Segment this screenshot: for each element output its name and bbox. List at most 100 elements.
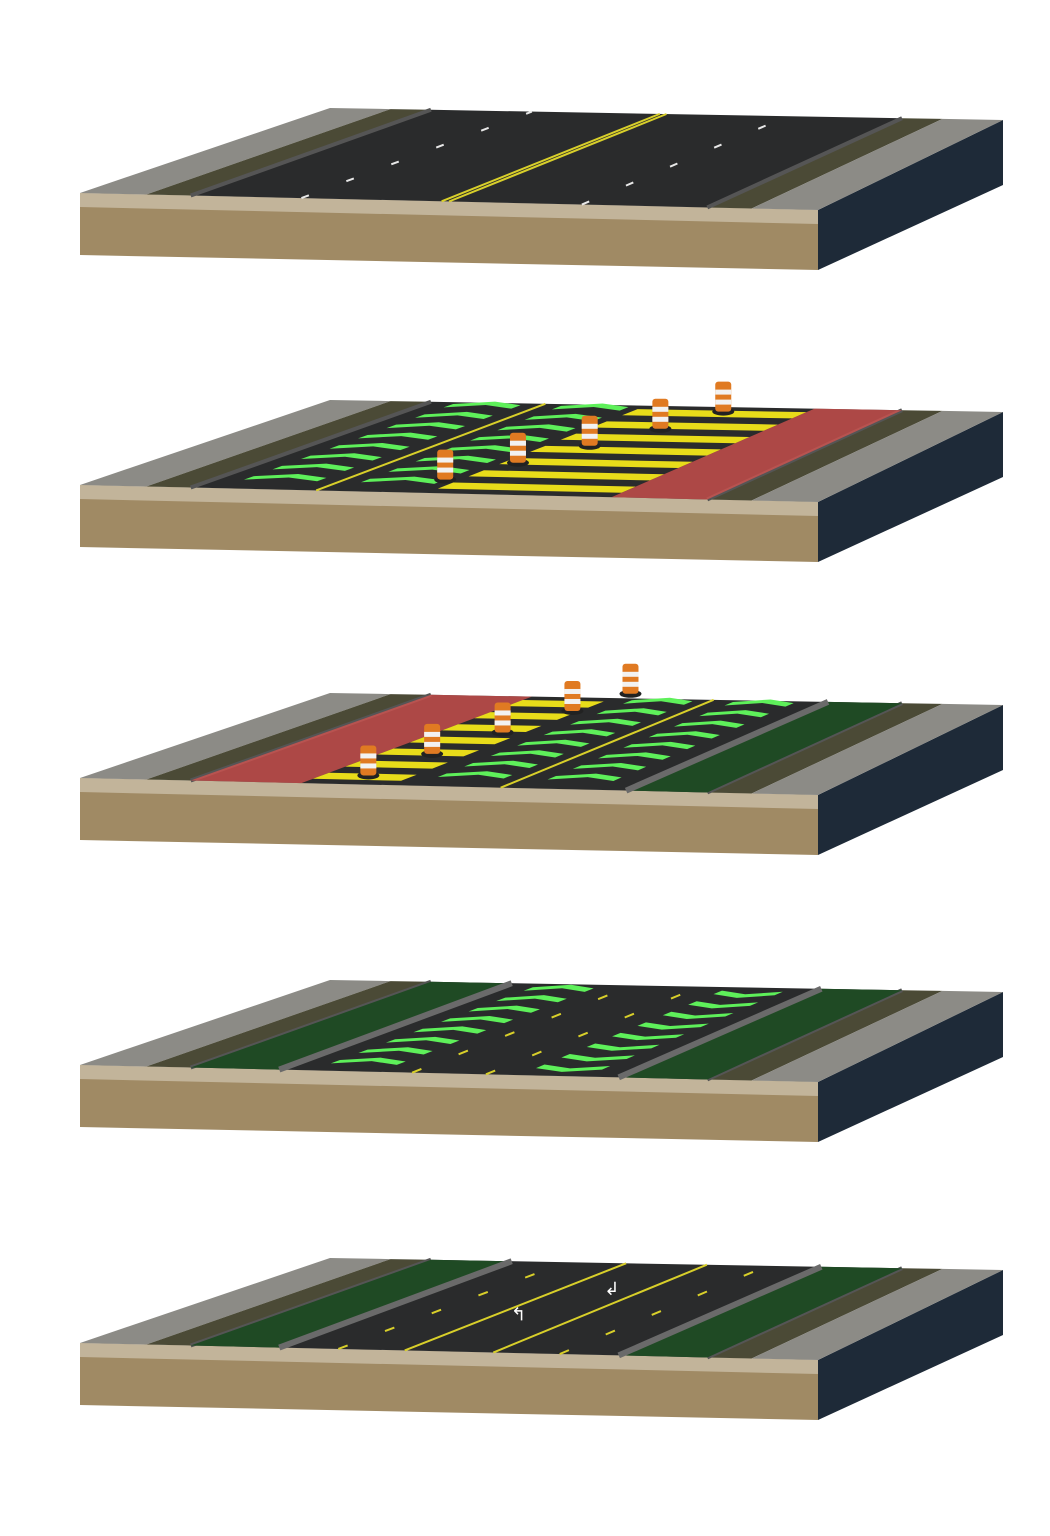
chevron-marking (637, 1022, 709, 1030)
traffic-barrel (491, 702, 514, 737)
phase-1-existing-road (80, 107, 1003, 270)
barrel-stripe (424, 731, 441, 737)
traffic-barrel (506, 432, 529, 467)
barrel-body (360, 745, 377, 776)
left-sidewalk (80, 400, 391, 487)
barrel-body (622, 663, 639, 694)
chevron-marking (415, 455, 496, 463)
traffic-barrel (434, 449, 457, 484)
barrel-stripe (424, 741, 441, 747)
barrel-stripe (652, 416, 669, 422)
barrel-stripe (509, 450, 526, 456)
barrel-stripe (622, 681, 639, 687)
chevron-marking (437, 771, 513, 779)
chevron-marking (612, 1032, 685, 1041)
right-bike-lane (618, 988, 903, 1080)
right-side-face (818, 120, 1003, 270)
chevron-marking (496, 995, 567, 1003)
red-work-zone (190, 694, 532, 784)
front-pavement-edge (80, 778, 818, 809)
chevron-marking (443, 401, 521, 409)
traffic-barrel (712, 381, 735, 416)
chevron-marking (385, 1036, 460, 1045)
right-side-face (818, 1270, 1003, 1420)
chevron-marking (441, 1016, 514, 1024)
barrel-body (424, 723, 441, 754)
chevron-marking (272, 463, 355, 471)
chevron-marking (470, 434, 549, 443)
bike-lane-curb (278, 980, 513, 1073)
chevron-marking (596, 708, 667, 716)
barrel-body (564, 680, 581, 711)
barrel-stripe (622, 671, 639, 677)
center-yellow-line (500, 698, 714, 789)
traffic-barrel (619, 663, 642, 698)
yellow-hatch-stripe (591, 421, 778, 431)
left-sidewalk (80, 1258, 391, 1345)
phase-2-right-work-zone (80, 381, 1003, 562)
chevron-marking (301, 453, 382, 461)
right-side-face (818, 412, 1003, 562)
left-curb (190, 399, 432, 490)
chevron-marking (358, 432, 438, 440)
chevron-marking (662, 1011, 734, 1019)
left-sidewalk (80, 108, 391, 195)
front-pavement-edge (80, 193, 818, 224)
right-sidewalk (751, 703, 1003, 795)
right-sidewalk (751, 1268, 1003, 1360)
chevron-marking (586, 1043, 660, 1051)
chevron-marking (648, 731, 720, 739)
chevron-marking (497, 424, 576, 432)
barrel-stripe (494, 710, 511, 716)
barrel-body (509, 432, 526, 463)
chevron-marking (442, 445, 523, 453)
bike-lane-curb (617, 986, 823, 1081)
chevron-marking (536, 1064, 611, 1072)
chevron-marking (243, 473, 327, 482)
chevron-marking (598, 752, 671, 760)
lane-dashes (337, 1261, 566, 1350)
bike-lane-curb (617, 1264, 823, 1359)
chevron-marking (413, 1026, 487, 1034)
left-sidewalk (80, 980, 391, 1067)
chevron-marking (361, 476, 444, 484)
center-yellow-line (315, 402, 546, 492)
right-side-face (818, 992, 1003, 1142)
yellow-hatch-stripe (560, 433, 750, 444)
chevron-marking (570, 718, 641, 726)
barrel-stripe (437, 467, 454, 473)
center-yellow-line (492, 1263, 708, 1354)
phase-3-left-work-zone (80, 663, 1003, 855)
traffic-barrel (421, 723, 444, 758)
yellow-hatch-stripe (468, 470, 665, 481)
left-bike-lane (190, 981, 512, 1070)
right-sidewalk (751, 990, 1003, 1082)
chevron-marking (713, 990, 783, 998)
right-grass-strip (707, 410, 943, 501)
right-grass-strip (707, 703, 943, 794)
barrel-stripe (564, 688, 581, 694)
chevron-marking (622, 697, 693, 705)
traffic-barrel (561, 680, 584, 715)
barrel-stripe (652, 406, 669, 412)
chevron-marking (561, 1054, 635, 1062)
right-grass-strip (707, 990, 943, 1081)
chevron-marking (415, 411, 493, 420)
right-grass-strip (707, 1268, 943, 1359)
left-bike-lane (190, 1259, 512, 1348)
front-pavement-edge (80, 1065, 818, 1096)
barrel-body (437, 449, 454, 480)
barrel-body (652, 398, 669, 429)
traffic-barrel (649, 398, 672, 433)
barrel-body (581, 415, 598, 446)
barrel-body (715, 381, 732, 412)
barrel-stripe (509, 440, 526, 446)
right-bike-lane (618, 1266, 903, 1358)
chevron-marking (547, 773, 622, 781)
barrel-stripe (360, 753, 377, 759)
traffic-barrel (357, 745, 380, 780)
right-curb (706, 116, 903, 210)
bike-lane-curb (278, 1258, 513, 1351)
chevron-marking (330, 1057, 406, 1065)
